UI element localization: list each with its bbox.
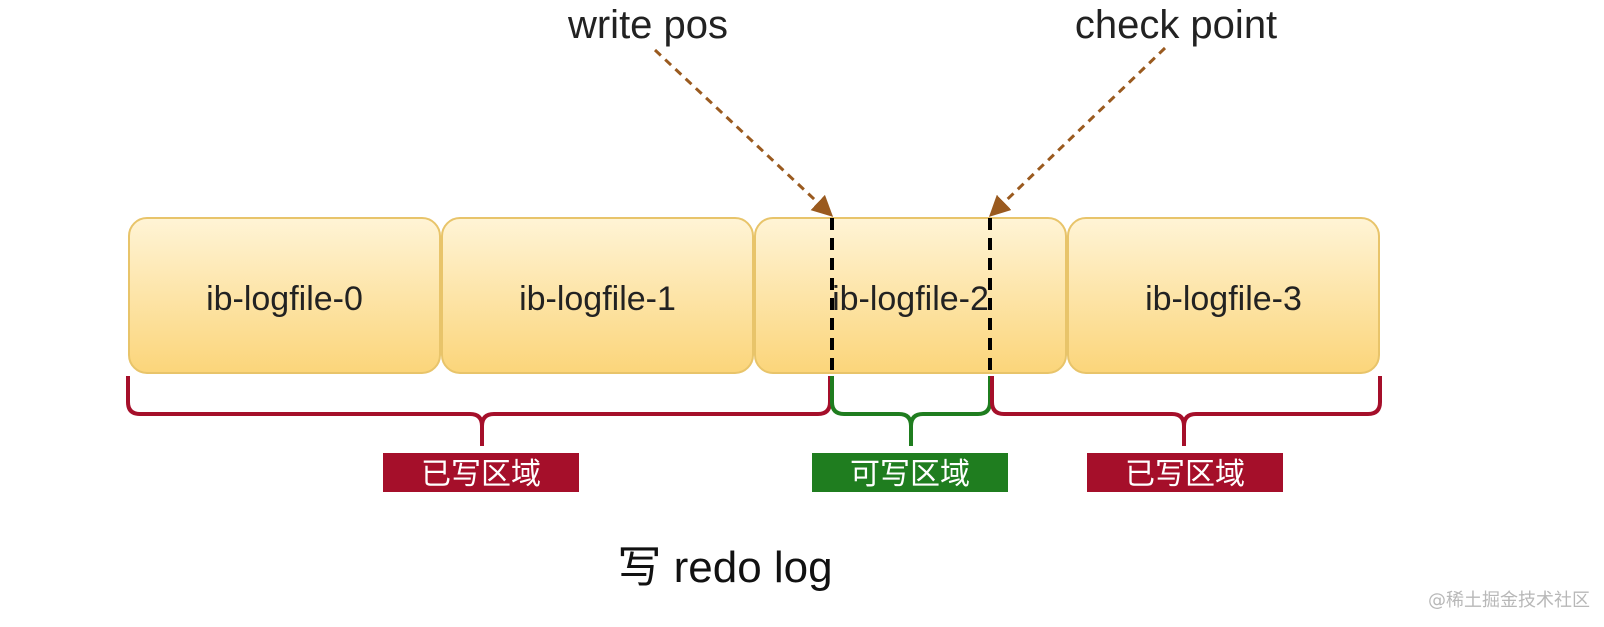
diagram-caption: 写 redo log [617,543,832,592]
writable-badge: 可写区域 [812,453,1008,492]
check-point-label: check point [1075,3,1277,47]
logfile-label: ib-logfile-3 [1145,280,1302,318]
watermark: @稀土掘金技术社区 [1428,590,1590,611]
logfile-label: ib-logfile-1 [519,280,676,318]
logfile-box-3: ib-logfile-3 [1067,217,1380,374]
logfile-box-1: ib-logfile-1 [441,217,754,374]
written-right-label: 已写区域 [1125,458,1245,491]
written-right-brace [990,376,1382,446]
write-pos-label: write pos [567,3,728,47]
logfile-box-2: ib-logfile-2 [754,217,1067,374]
writable-label: 可写区域 [850,458,970,491]
written-left-label: 已写区域 [421,458,541,491]
written-left-badge: 已写区域 [383,453,579,492]
logfile-box-0: ib-logfile-0 [128,217,441,374]
logfile-label: ib-logfile-2 [832,280,989,318]
write-pos-arrow [653,48,834,217]
written-left-brace [126,376,832,446]
written-right-badge: 已写区域 [1087,453,1283,492]
check-point-arrow [988,46,1167,217]
logfile-label: ib-logfile-0 [206,280,363,318]
writable-brace [830,376,992,446]
